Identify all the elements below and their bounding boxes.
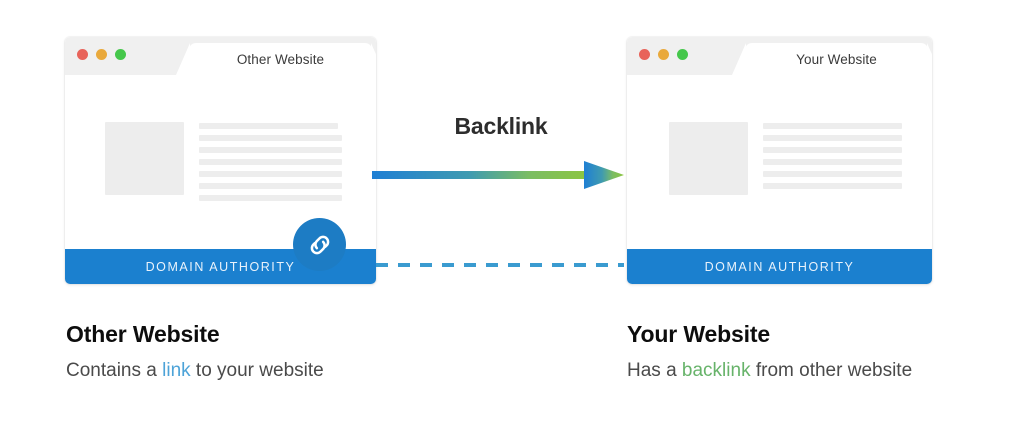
text-line xyxy=(763,123,902,129)
domain-authority-label: DOMAIN AUTHORITY xyxy=(704,259,855,274)
traffic-light-dots xyxy=(77,49,126,60)
caption-text-after: from other website xyxy=(750,360,913,382)
domain-authority-connector-dashed xyxy=(376,263,624,267)
domain-authority-bar-your: DOMAIN AUTHORITY xyxy=(627,249,932,284)
chain-link-icon xyxy=(305,230,335,260)
text-line xyxy=(199,123,338,129)
caption-highlight-link: link xyxy=(162,360,191,382)
text-line-placeholders xyxy=(763,122,902,195)
caption-title: Your Website xyxy=(627,321,771,347)
image-placeholder xyxy=(669,122,748,195)
close-dot-icon[interactable] xyxy=(77,49,88,60)
text-line xyxy=(763,183,902,189)
caption-text-before: Has a xyxy=(627,360,682,382)
article-mockup xyxy=(105,122,342,201)
page-content-area xyxy=(65,75,376,271)
browser-window-your-website: Your Website DOMAIN AUTHORITY xyxy=(627,37,932,284)
browser-titlebar: Other Website xyxy=(65,37,376,75)
traffic-light-dots xyxy=(639,49,688,60)
image-placeholder xyxy=(105,122,184,195)
link-badge[interactable] xyxy=(293,218,346,271)
caption-highlight-backlink: backlink xyxy=(681,360,751,382)
text-line xyxy=(763,135,902,141)
text-line-placeholders xyxy=(199,122,342,201)
text-line xyxy=(199,135,342,141)
close-dot-icon[interactable] xyxy=(639,49,650,60)
text-line xyxy=(199,147,342,153)
domain-authority-label: DOMAIN AUTHORITY xyxy=(145,259,296,274)
text-line xyxy=(199,195,342,201)
browser-window-other-website: Other Website xyxy=(65,37,376,284)
text-line xyxy=(763,171,902,177)
minimize-dot-icon[interactable] xyxy=(96,49,107,60)
text-line xyxy=(199,183,342,189)
caption-your-website: Your Website Has a backlink from other w… xyxy=(627,322,912,383)
text-line xyxy=(763,147,902,153)
caption-subtitle: Contains a link to your website xyxy=(66,360,324,383)
browser-tab-label: Your Website xyxy=(796,51,877,67)
browser-titlebar: Your Website xyxy=(627,37,932,75)
caption-subtitle: Has a backlink from other website xyxy=(627,360,912,383)
page-content-area xyxy=(627,75,932,249)
backlink-arrow-label: Backlink xyxy=(454,113,548,139)
text-line xyxy=(763,159,902,165)
browser-tab-your-website[interactable]: Your Website xyxy=(745,43,928,75)
text-line xyxy=(199,159,342,165)
caption-other-website: Other Website Contains a link to your we… xyxy=(66,322,324,383)
browser-tab-other-website[interactable]: Other Website xyxy=(189,43,372,75)
backlink-arrow xyxy=(372,159,624,191)
article-mockup xyxy=(669,122,902,195)
maximize-dot-icon[interactable] xyxy=(677,49,688,60)
caption-text-before: Contains a xyxy=(66,360,163,382)
maximize-dot-icon[interactable] xyxy=(115,49,126,60)
caption-text-after: to your website xyxy=(190,360,324,382)
text-line xyxy=(199,171,342,177)
caption-title: Other Website xyxy=(66,321,220,347)
browser-tab-label: Other Website xyxy=(236,51,325,67)
minimize-dot-icon[interactable] xyxy=(658,49,669,60)
